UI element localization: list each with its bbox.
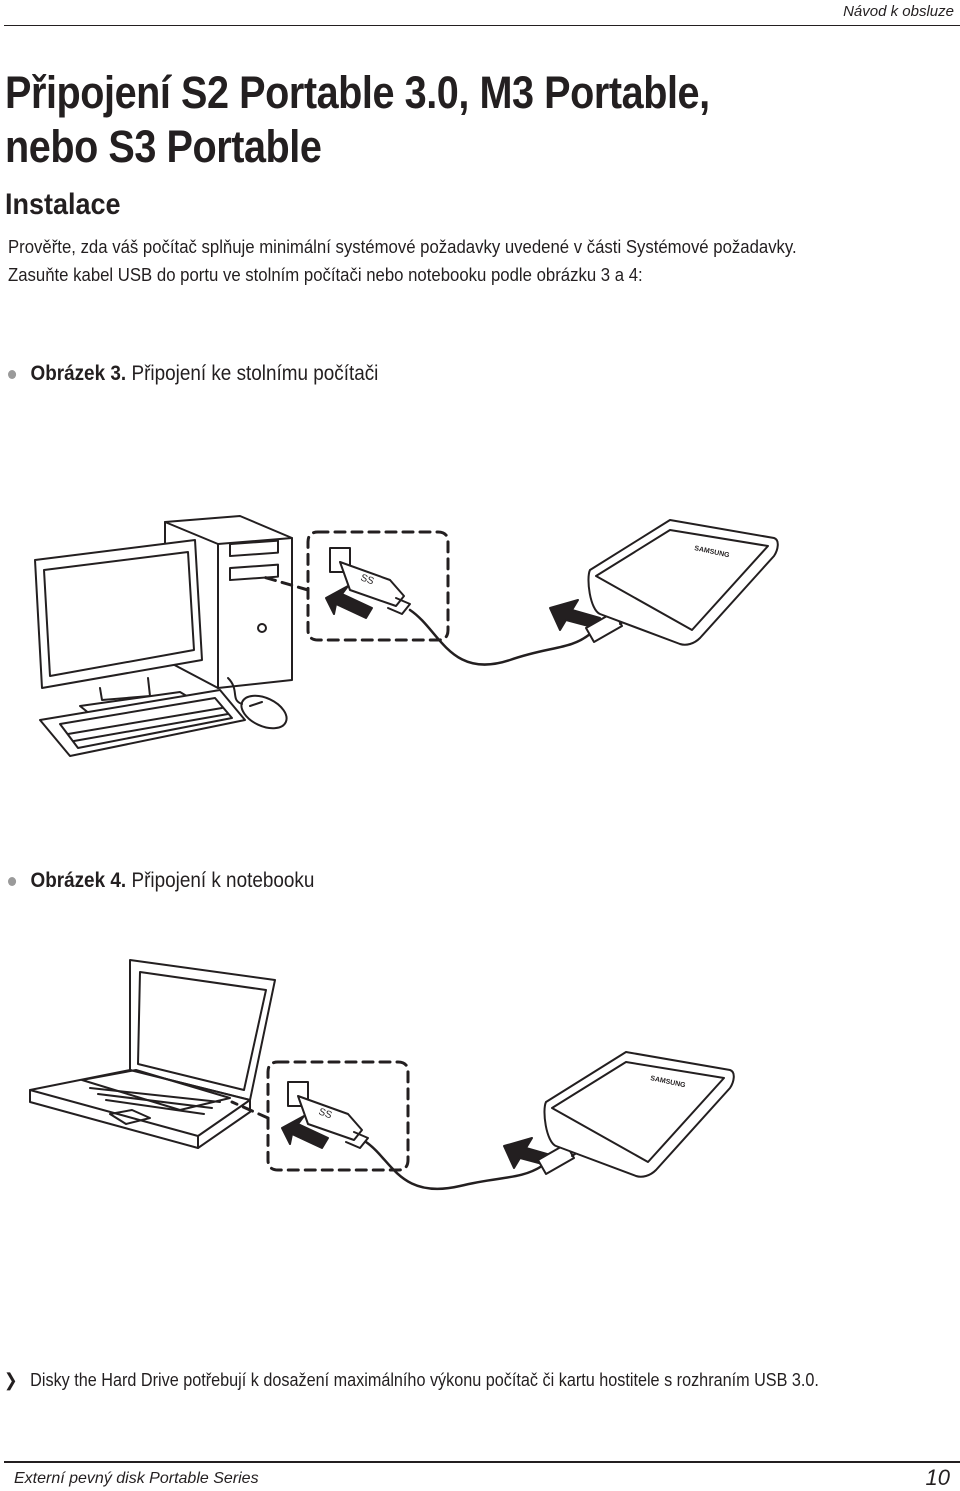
figure-4-number: Obrázek 4. (30, 869, 127, 892)
bullet-icon (8, 876, 17, 886)
page-title: Připojení S2 Portable 3.0, M3 Portable, … (5, 66, 841, 174)
figure-3-title: Připojení ke stolnímu počítači (131, 362, 379, 385)
arrow-insert-icon (325, 585, 373, 619)
paragraph-requirements: Prověřte, zda váš počítač splňuje minimá… (8, 237, 797, 257)
figure-4-title: Připojení k notebooku (131, 869, 315, 892)
usb-cable (364, 1140, 544, 1191)
portable-drive: SAMSUNG (587, 519, 779, 646)
usb-cable (408, 608, 592, 666)
usb-port-callout (230, 1060, 410, 1172)
figure-3-number: Obrázek 3. (30, 362, 127, 385)
usb-plug-icon: SS (329, 547, 411, 615)
page-title-line-1: Připojení S2 Portable 3.0, M3 Portable, (5, 67, 710, 118)
notebook-computer (29, 959, 276, 1149)
desktop-mouse (227, 677, 288, 730)
chevron-right-icon: ❯ (4, 1370, 18, 1390)
desktop-monitor (34, 539, 203, 715)
portable-drive: SAMSUNG (543, 1051, 735, 1178)
paragraph-instructions: Zasuňte kabel USB do portu ve stolním po… (8, 265, 643, 285)
header-label: Návod k obsluze (843, 3, 954, 20)
note: ❯ Disky the Hard Drive potřebují k dosaž… (4, 1370, 819, 1391)
svg-text:SS: SS (317, 1106, 334, 1121)
figure-3-illustration: SS SAMSUNG (34, 515, 779, 757)
section-title: Instalace (5, 188, 121, 221)
page-number: 10 (925, 1465, 950, 1490)
page-title-line-2: nebo S3 Portable (5, 121, 322, 172)
header-rule (4, 25, 960, 26)
figure-4-illustration: SS SAMSUNG (29, 959, 735, 1191)
figure-4-caption: Obrázek 4. Připojení k notebooku (8, 869, 314, 893)
note-text: Disky the Hard Drive potřebují k dosažen… (30, 1370, 819, 1390)
svg-text:SS: SS (359, 572, 376, 587)
footer-label: Externí pevný disk Portable Series (14, 1470, 259, 1487)
figure-3-caption: Obrázek 3. Připojení ke stolnímu počítač… (8, 362, 378, 386)
arrow-insert-icon (281, 1115, 329, 1149)
desktop-keyboard (39, 689, 246, 757)
bullet-icon (8, 369, 17, 379)
usb-plug-icon: SS (287, 1081, 369, 1149)
footer-rule (4, 1461, 960, 1463)
